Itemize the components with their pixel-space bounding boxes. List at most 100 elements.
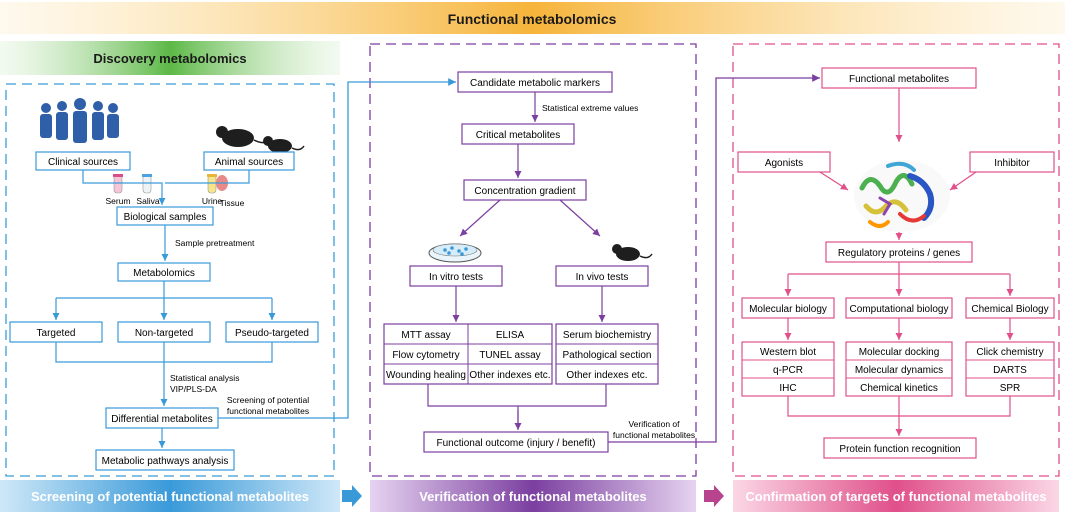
method-cell: DARTS: [993, 365, 1027, 376]
non-targeted-label: Non-targeted: [135, 328, 193, 339]
screening-banner: [0, 480, 340, 512]
saliva-label: Saliva: [136, 196, 159, 206]
vivo-cell: Serum biochemistry: [563, 330, 651, 341]
computational-biology-label: Computational biology: [850, 304, 949, 315]
molecular-methods-table: Western blot q-PCR IHC: [741, 341, 835, 397]
confirmation-panel-border: [732, 43, 1060, 477]
protein-function-recognition-node: [823, 437, 977, 459]
functional-metabolomics-banner: [0, 2, 1065, 34]
saliva-tube-icon: [142, 174, 152, 194]
mouse-icon: [612, 244, 653, 261]
animal-sources-label: Animal sources: [215, 157, 283, 168]
in-vitro-label: In vitro tests: [429, 272, 483, 283]
confirmation-banner: [733, 480, 1059, 512]
verification-note-line2: functional metabolites: [613, 430, 695, 440]
pseudo-targeted-label: Pseudo-targeted: [235, 328, 309, 339]
in-vitro-assay-table: MTT assay ELISA Flow cytometry TUNEL ass…: [383, 323, 553, 385]
arrow-clinical-to-samples: [82, 170, 166, 205]
in-vivo-assay-table: Serum biochemistry Pathological section …: [555, 323, 659, 385]
method-cell: Click chemistry: [976, 347, 1043, 358]
agonists-label: Agonists: [765, 158, 803, 169]
vip-label: VIP/PLS-DA: [170, 384, 217, 394]
petri-dish-icon: [428, 243, 482, 263]
mice-icon: [216, 126, 305, 153]
chemical-biology-label: Chemical Biology: [971, 304, 1048, 315]
regulatory-proteins-label: Regulatory proteins / genes: [838, 248, 960, 259]
clinical-sources-label: Clinical sources: [48, 157, 118, 168]
method-cell: Molecular dynamics: [855, 365, 943, 376]
statistical-analysis-label: Statistical analysis: [170, 373, 239, 383]
method-cell: IHC: [779, 383, 796, 394]
methods-converge: [787, 396, 1011, 417]
functional-metabolites-label: Functional metabolites: [849, 74, 949, 85]
vivo-cell: Other indexes etc.: [566, 370, 647, 381]
urine-label: Urine: [202, 196, 223, 206]
tables-converge: [427, 384, 607, 428]
vitro-cell: Flow cytometry: [392, 350, 459, 361]
method-cell: q-PCR: [773, 365, 803, 376]
vitro-cell: ELISA: [496, 330, 525, 341]
critical-metabolites-label: Critical metabolites: [476, 130, 560, 141]
verification-banner-title: Verification of functional metabolites: [419, 489, 647, 504]
vitro-cell: Wounding healing: [386, 370, 466, 381]
concentration-gradient-node: [463, 179, 587, 201]
chemical-methods-table: Click chemistry DARTS SPR: [965, 341, 1055, 397]
arrow-outcome-to-functional: [608, 74, 820, 443]
inhibitor-node: [969, 151, 1055, 173]
people-icon: [40, 98, 119, 143]
discovery-title: Discovery metabolomics: [93, 51, 246, 66]
candidate-markers-label: Candidate metabolic markers: [470, 78, 600, 89]
arrow-animal-to-samples: [165, 170, 250, 184]
banner-title: Functional metabolomics: [448, 11, 617, 27]
agonists-node: [737, 151, 831, 173]
arrow-screening-to-verification-icon: [342, 485, 362, 507]
protein-function-recognition-label: Protein function recognition: [839, 444, 960, 455]
method-cell: Molecular docking: [859, 347, 940, 358]
concentration-gradient-label: Concentration gradient: [474, 186, 575, 197]
screening-note-line2: functional metabolites: [227, 406, 309, 416]
metabolic-pathways-label: Metabolic pathways analysis: [102, 456, 229, 467]
confirmation-banner-title: Confirmation of targets of functional me…: [745, 489, 1046, 504]
arrow-agonists-to-protein: [819, 171, 849, 191]
functional-outcome-label: Functional outcome (injury / benefit): [437, 438, 596, 449]
vitro-cell: TUNEL assay: [479, 350, 540, 361]
differential-metabolites-label: Differential metabolites: [111, 414, 213, 425]
arrow-differential-to-candidate: [218, 78, 456, 419]
verification-note-line1: Verification of: [628, 419, 680, 429]
biological-samples-label: Biological samples: [124, 212, 207, 223]
arrow-verification-to-confirmation-icon: [704, 485, 724, 507]
arrow-gradient-to-vivo: [559, 199, 601, 237]
metabolic-pathways-node: [95, 449, 235, 471]
screening-banner-title: Screening of potential functional metabo…: [31, 489, 309, 504]
sample-pretreatment-label: Sample pretreatment: [175, 238, 255, 248]
serum-label: Serum: [105, 196, 130, 206]
molecular-biology-label: Molecular biology: [749, 304, 827, 315]
verification-panel-border: [369, 43, 697, 477]
method-cell: SPR: [1000, 383, 1021, 394]
discovery-panel-border: [5, 83, 335, 477]
statistical-extreme-label: Statistical extreme values: [542, 103, 638, 113]
vitro-cell: Other indexes etc.: [469, 370, 550, 381]
protein-structure-icon: [854, 160, 950, 232]
arrow-gradient-to-vitro: [459, 199, 501, 237]
tissue-label: Tissue: [220, 198, 245, 208]
discovery-banner: [0, 41, 340, 75]
metabolomics-label: Metabolomics: [133, 268, 195, 279]
in-vivo-label: In vivo tests: [576, 272, 629, 283]
vivo-cell: Pathological section: [563, 350, 652, 361]
computational-methods-table: Molecular docking Molecular dynamics Che…: [845, 341, 953, 397]
method-cell: Western blot: [760, 347, 816, 358]
regulatory-branch: [788, 262, 1010, 275]
serum-tube-icon: [113, 174, 123, 194]
urine-tube-icon: [207, 174, 217, 194]
inhibitor-label: Inhibitor: [994, 158, 1030, 169]
screening-note-line1: Screening of potential: [227, 395, 309, 405]
targeted-label: Targeted: [37, 328, 76, 339]
verification-banner: [370, 480, 696, 512]
metabolomics-branch: [56, 281, 272, 299]
arrow-inhibitor-to-protein: [949, 171, 977, 191]
converge-lines: [55, 342, 273, 363]
method-cell: Chemical kinetics: [860, 383, 938, 394]
vitro-cell: MTT assay: [401, 330, 450, 341]
